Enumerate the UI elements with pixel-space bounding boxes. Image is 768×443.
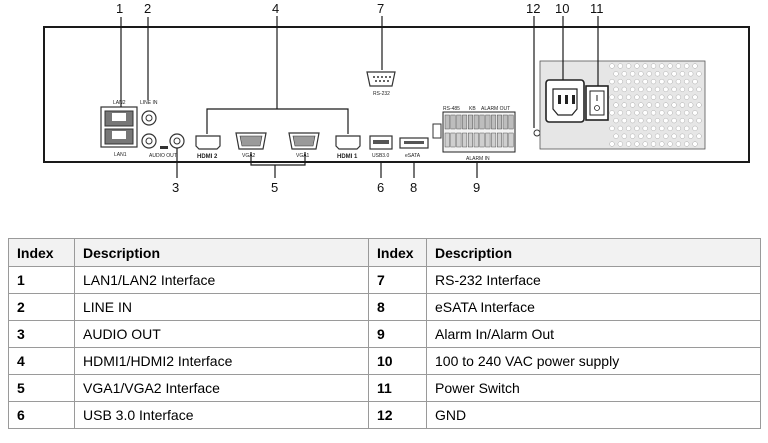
- alarm-in-label: ALARM IN: [466, 156, 490, 162]
- table-header-row: Index Description Index Description: [8, 238, 761, 267]
- esata-label: eSATA: [405, 153, 421, 159]
- index-cell: 5: [8, 374, 75, 402]
- vga2-port: VGA2: [235, 132, 267, 159]
- index-cell: 6: [8, 401, 75, 429]
- callout-5: 5: [271, 180, 278, 195]
- interface-table: Index Description Index Description 1 LA…: [8, 238, 761, 429]
- kb-label: KB: [469, 106, 476, 112]
- table-row: 2 LINE IN 8 eSATA Interface: [8, 293, 761, 321]
- line-in-jack: LINE IN: [140, 100, 158, 126]
- usb-port: USB3.0: [369, 135, 393, 159]
- index-cell: 7: [368, 266, 427, 294]
- index-cell: 9: [368, 320, 427, 348]
- leader-lines: [120, 16, 599, 178]
- rs232-port: RS-232: [366, 71, 396, 97]
- lan-ports: LAN2 LAN1: [100, 100, 138, 158]
- chassis-outline: [43, 26, 750, 163]
- header-index-right: Index: [368, 238, 427, 267]
- header-index-left: Index: [8, 238, 75, 267]
- lan2-label: LAN2: [113, 100, 126, 106]
- table-row: 3 AUDIO OUT 9 Alarm In/Alarm Out: [8, 320, 761, 348]
- table-row: 4 HDMI1/HDMI2 Interface 10 100 to 240 VA…: [8, 347, 761, 375]
- description-cell: 100 to 240 VAC power supply: [426, 347, 761, 375]
- callout-12: 12: [526, 1, 540, 16]
- hdmi1-label: HDMI 1: [337, 154, 358, 160]
- description-cell: HDMI1/HDMI2 Interface: [74, 347, 369, 375]
- table-row: 5 VGA1/VGA2 Interface 11 Power Switch: [8, 374, 761, 402]
- callout-8: 8: [410, 180, 417, 195]
- audio-out-label: AUDIO OUT: [149, 153, 177, 159]
- terminal-screws: [444, 114, 514, 148]
- index-cell: 10: [368, 347, 427, 375]
- callout-7: 7: [377, 1, 384, 16]
- callout-10: 10: [555, 1, 569, 16]
- vga2-label: VGA2: [242, 153, 256, 159]
- index-cell: 1: [8, 266, 75, 294]
- gnd-screw: [533, 129, 541, 137]
- callout-2: 2: [144, 1, 151, 16]
- index-cell: 2: [8, 293, 75, 321]
- table-row: 6 USB 3.0 Interface 12 GND: [8, 401, 761, 429]
- lan1-label: LAN1: [114, 152, 127, 158]
- header-description-right: Description: [426, 238, 761, 267]
- alarm-terminals: RS-485 KB ALARM OUT ALARM IN: [432, 106, 516, 162]
- index-cell: 12: [368, 401, 427, 429]
- vga1-port: VGA1: [288, 132, 320, 159]
- description-cell: USB 3.0 Interface: [74, 401, 369, 429]
- esata-port: eSATA: [399, 137, 429, 159]
- hdmi2-label: HDMI 2: [197, 154, 218, 160]
- index-cell: 8: [368, 293, 427, 321]
- rear-panel-diagram: LAN2 LAN1 LINE IN AUDIO OUT HDMI 2 VGA2 …: [43, 1, 750, 195]
- line-in-label: LINE IN: [140, 100, 158, 106]
- alarm-out-label: ALARM OUT: [481, 106, 510, 112]
- callout-3: 3: [172, 180, 179, 195]
- callout-4: 4: [272, 1, 279, 16]
- usb-label: USB3.0: [372, 153, 389, 159]
- audio-out-jacks: AUDIO OUT: [141, 133, 185, 159]
- vent-grille: [609, 63, 702, 147]
- description-cell: LAN1/LAN2 Interface: [74, 266, 369, 294]
- description-cell: RS-232 Interface: [426, 266, 761, 294]
- hdmi1-port: HDMI 1: [335, 135, 361, 160]
- callout-numbers: 1 2 3 4 5 6 7 8 9 10 11 12: [116, 1, 604, 195]
- callout-1: 1: [116, 1, 123, 16]
- rs485-label: RS-485: [443, 106, 460, 112]
- description-cell: eSATA Interface: [426, 293, 761, 321]
- description-cell: VGA1/VGA2 Interface: [74, 374, 369, 402]
- description-cell: Power Switch: [426, 374, 761, 402]
- callout-11: 11: [590, 1, 604, 16]
- index-cell: 4: [8, 347, 75, 375]
- table-row: 1 LAN1/LAN2 Interface 7 RS-232 Interface: [8, 266, 761, 294]
- hdmi2-port: HDMI 2: [195, 135, 221, 160]
- header-description-left: Description: [74, 238, 369, 267]
- description-cell: Alarm In/Alarm Out: [426, 320, 761, 348]
- description-cell: AUDIO OUT: [74, 320, 369, 348]
- index-cell: 11: [368, 374, 427, 402]
- index-cell: 3: [8, 320, 75, 348]
- rs232-label: RS-232: [373, 91, 390, 97]
- description-cell: GND: [426, 401, 761, 429]
- vga1-label: VGA1: [296, 153, 310, 159]
- power-supply: [539, 60, 706, 150]
- callout-9: 9: [473, 180, 480, 195]
- callout-6: 6: [377, 180, 384, 195]
- description-cell: LINE IN: [74, 293, 369, 321]
